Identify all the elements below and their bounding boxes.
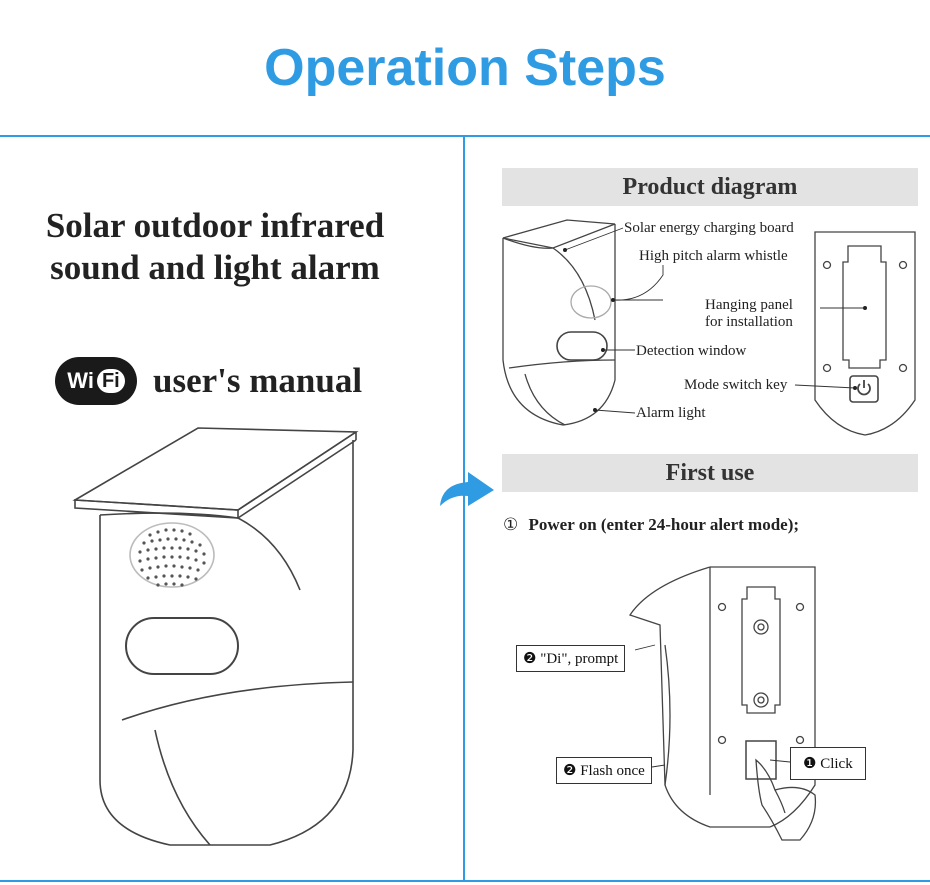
top-divider	[0, 135, 930, 137]
heading-line-2: sound and light alarm	[50, 248, 380, 287]
wifi-logo-icon: Wi Fi	[55, 357, 137, 405]
wifi-logo-wi: Wi	[67, 368, 94, 393]
page-title: Operation Steps	[264, 39, 666, 97]
device-illustration	[72, 427, 359, 846]
product-diagram-header: Product diagram	[502, 168, 918, 206]
center-divider	[463, 137, 465, 882]
speaker-grille-dots	[138, 528, 206, 587]
detection-window-shape	[125, 617, 239, 675]
label-mode-switch-key: Mode switch key	[684, 377, 788, 393]
label-alarm-whistle: High pitch alarm whistle	[639, 248, 788, 264]
heading-line-1: Solar outdoor infrared	[45, 206, 385, 245]
manual-title-row: Wi Fi user's manual	[55, 356, 362, 406]
manual-label: user's manual	[153, 361, 363, 400]
callout-flash-once: ❷ Flash once	[556, 757, 652, 784]
step-1-number: ①	[503, 515, 519, 534]
wifi-logo-fi: Fi	[96, 369, 125, 393]
first-use-header: First use	[502, 454, 918, 492]
label-hanging-panel: Hanging panel for installation	[705, 297, 793, 331]
callout-di-prompt: ❷ "Di", prompt	[516, 645, 626, 672]
step-1: ① Power on (enter 24-hour alert mode);	[503, 515, 799, 535]
label-detection-window: Detection window	[636, 343, 747, 359]
label-solar-board: Solar energy charging board	[624, 220, 794, 236]
product-name-heading: Solar outdoor infrared sound and light a…	[0, 205, 430, 289]
callout-click: ❶ Click	[790, 747, 866, 780]
solar-panel-shape	[72, 427, 359, 511]
bottom-divider	[0, 880, 930, 882]
label-alarm-light: Alarm light	[636, 405, 706, 421]
device-body-shape	[99, 440, 354, 846]
product-diagram-illustration	[502, 219, 916, 436]
label-hanging-panel-line1: Hanging panel	[705, 297, 793, 313]
step-1-text: Power on (enter 24-hour alert mode);	[528, 515, 800, 534]
first-use-illustration	[628, 566, 817, 841]
label-hanging-panel-line2: for installation	[705, 314, 793, 330]
next-arrow-icon	[440, 472, 494, 506]
